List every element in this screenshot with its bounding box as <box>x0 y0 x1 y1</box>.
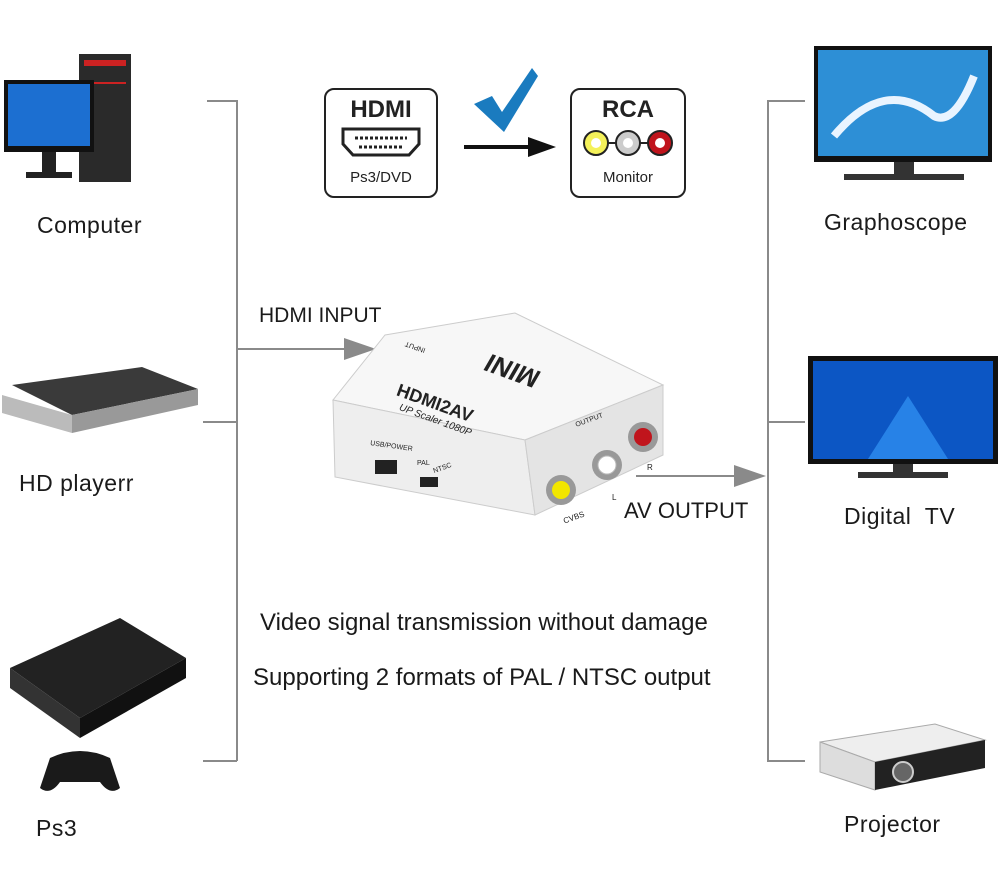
conversion-arrow <box>464 137 556 157</box>
converter-pal-text: PAL <box>417 460 430 467</box>
av-output-label: AV OUTPUT <box>624 498 749 523</box>
converter-l-text: L <box>612 493 617 502</box>
hdmi-title: HDMI <box>350 96 412 123</box>
left-stub-computer <box>207 100 237 102</box>
rca-subtitle: Monitor <box>602 169 654 186</box>
hdmi2av-converter: MINI HDMI2AV UP Scaler 1080P INPUT OUTPU… <box>325 305 665 545</box>
ps3-image <box>10 618 186 791</box>
source-label-ps3: Ps3 <box>36 815 78 841</box>
left-stub-ps3 <box>203 760 237 762</box>
input-arrow <box>236 338 376 360</box>
graphoscope-image <box>814 46 992 180</box>
rca-jacks-icon <box>583 130 673 156</box>
output-label-digital-tv: Digital TV <box>844 503 956 529</box>
hd-player-image <box>2 367 198 433</box>
output-arrow <box>636 465 766 487</box>
right-stub-tv <box>767 421 805 423</box>
output-label-projector: Projector <box>844 811 941 837</box>
right-bus-line <box>767 100 769 761</box>
converter-body <box>332 312 665 516</box>
right-stub-graphoscope <box>767 100 805 102</box>
source-label-hd-player: HD playerr <box>19 470 134 496</box>
hdmi-subtitle: Ps3/DVD <box>350 169 412 186</box>
output-label-graphoscope: Graphoscope <box>824 209 968 235</box>
converter-r-text: R <box>647 463 653 472</box>
left-stub-player <box>203 421 237 423</box>
feature-line-1: Video signal transmission without damage <box>260 609 708 636</box>
hdmi-box: HDMI Ps3/DVD <box>324 88 438 198</box>
source-label-computer: Computer <box>37 212 142 238</box>
left-bus-line <box>236 100 238 761</box>
computer-image <box>4 54 131 182</box>
checkmark-icon <box>474 68 538 132</box>
rca-title: RCA <box>602 96 654 123</box>
rca-box: RCA Monitor <box>570 88 686 198</box>
projector-image <box>819 723 987 791</box>
hdmi-port-icon <box>341 127 421 157</box>
hdmi-input-label: HDMI INPUT <box>259 304 382 327</box>
right-stub-projector <box>767 760 805 762</box>
digital-tv-image <box>808 356 998 478</box>
feature-line-2: Supporting 2 formats of PAL / NTSC outpu… <box>253 664 711 691</box>
